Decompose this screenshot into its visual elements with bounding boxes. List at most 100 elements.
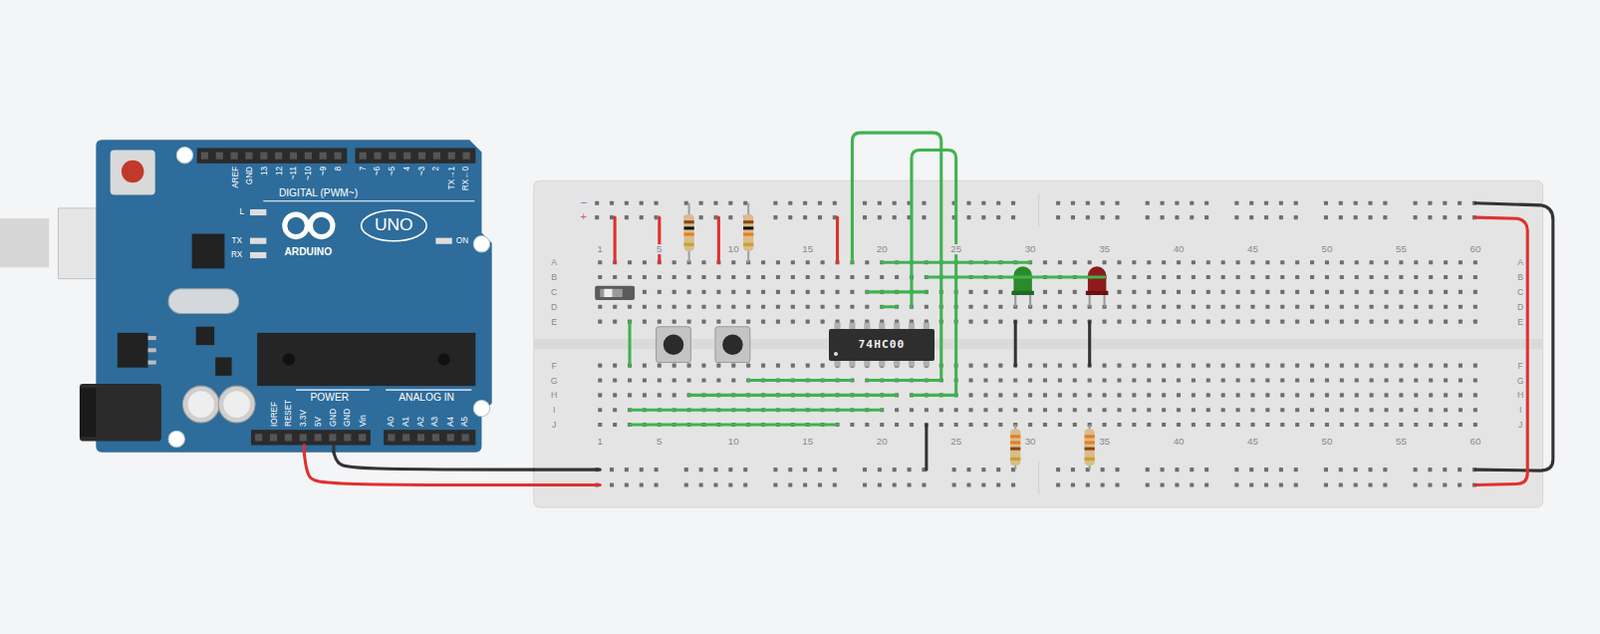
chip-pin (848, 359, 855, 367)
jumper-wire (717, 217, 721, 263)
jumper-wire (657, 217, 661, 263)
breadboard-hole (1070, 215, 1075, 220)
regulator-lead (148, 347, 157, 352)
column-number: 45 (1246, 244, 1260, 255)
breadboard-hole (701, 274, 706, 279)
breadboard-hole (1189, 482, 1194, 487)
breadboard-hole (687, 289, 692, 294)
breadboard-hole (657, 289, 662, 294)
breadboard-hole (1279, 482, 1284, 487)
breadboard-hole (820, 363, 825, 368)
header-pin (463, 152, 471, 160)
breadboard-hole (1473, 304, 1478, 309)
breadboard-hole (1443, 304, 1448, 309)
breadboard-hole (1131, 304, 1136, 309)
column-number: 15 (800, 437, 814, 448)
breadboard-hole (639, 215, 644, 220)
resistor-band (1084, 434, 1095, 438)
breadboard-hole (1339, 304, 1344, 309)
led (1013, 266, 1032, 294)
breadboard-hole (642, 392, 647, 397)
breadboard-hole (1280, 377, 1285, 382)
breadboard-hole (1043, 392, 1048, 397)
column-number: 5 (655, 437, 663, 448)
breadboard-hole (1146, 304, 1151, 309)
column-number: 20 (875, 437, 889, 448)
breadboard-hole (1310, 304, 1315, 309)
breadboard-hole (1428, 363, 1433, 368)
column-number: 5 (655, 244, 663, 255)
pin-label: ~6 (373, 166, 382, 176)
jumper-wire (926, 275, 1105, 279)
breadboard-hole (1354, 407, 1359, 412)
breadboard-hole (1191, 377, 1196, 382)
breadboard-hole (877, 215, 882, 220)
breadboard-hole (776, 289, 781, 294)
breadboard-hole (1191, 392, 1196, 397)
small-chip (215, 356, 232, 375)
breadboard-hole (968, 319, 973, 324)
breadboard-hole (805, 289, 810, 294)
breadboard-hole (1280, 274, 1285, 279)
breadboard-hole (1191, 407, 1196, 412)
wire-stub (533, 483, 601, 487)
breadboard-hole (1191, 319, 1196, 324)
breadboard-hole (761, 260, 766, 265)
header-pin (403, 152, 411, 160)
arduino-board: AREFGND1312~11~10~987~6~54~32TX→1RX←0DIG… (95, 139, 482, 452)
breadboard-hole (1369, 319, 1374, 324)
breadboard-hole (1176, 274, 1181, 279)
breadboard-hole (1354, 422, 1359, 427)
chip-pin (863, 359, 870, 367)
row-letter: F (550, 360, 558, 370)
breadboard-hole (1413, 377, 1418, 382)
breadboard-hole (921, 201, 926, 206)
breadboard-hole (996, 482, 1001, 487)
breadboard-hole (1413, 201, 1418, 206)
breadboard-hole (1338, 467, 1343, 472)
breadboard-hole (1206, 289, 1211, 294)
header-pin (447, 433, 455, 441)
header-pin (284, 433, 292, 441)
breadboard-hole (1102, 363, 1107, 368)
push-button (663, 333, 684, 354)
header-pin (358, 433, 366, 441)
breadboard-hole (642, 274, 647, 279)
breadboard-hole (968, 304, 973, 309)
breadboard-hole (612, 407, 617, 412)
breadboard-hole (1354, 363, 1359, 368)
breadboard-hole (981, 215, 986, 220)
breadboard-hole (921, 215, 926, 220)
breadboard-hole (594, 201, 599, 206)
resistor-symbol (743, 214, 754, 252)
pin-label: A5 (461, 416, 470, 427)
column-number: 15 (800, 244, 814, 255)
breadboard-hole (1145, 482, 1150, 487)
breadboard-hole (1176, 392, 1181, 397)
breadboard-hole (1131, 289, 1136, 294)
breadboard-hole (1028, 422, 1033, 427)
breadboard-hole (701, 377, 706, 382)
slide-switch (599, 288, 623, 297)
small-chip (196, 326, 215, 345)
breadboard-hole (909, 422, 914, 427)
breadboard-hole (791, 274, 796, 279)
breadboard-hole (1206, 363, 1211, 368)
breadboard-hole (1398, 304, 1403, 309)
logic-chip: 74HC00 (828, 328, 936, 361)
breadboard-hole (1369, 422, 1374, 427)
breadboard-hole (1265, 260, 1270, 265)
row-letter: B (1516, 272, 1525, 282)
breadboard-hole (716, 377, 721, 382)
breadboard-hole (1398, 392, 1403, 397)
breadboard-hole (654, 215, 659, 220)
header-pin (319, 152, 327, 160)
breadboard-hole (1428, 304, 1433, 309)
breadboard-hole (1191, 289, 1196, 294)
jumper-wire (613, 217, 617, 263)
header-pin (373, 152, 381, 160)
breadboard-hole (832, 201, 837, 206)
breadboard-hole (627, 392, 632, 397)
logo (284, 214, 308, 238)
breadboard-hole (699, 467, 704, 472)
